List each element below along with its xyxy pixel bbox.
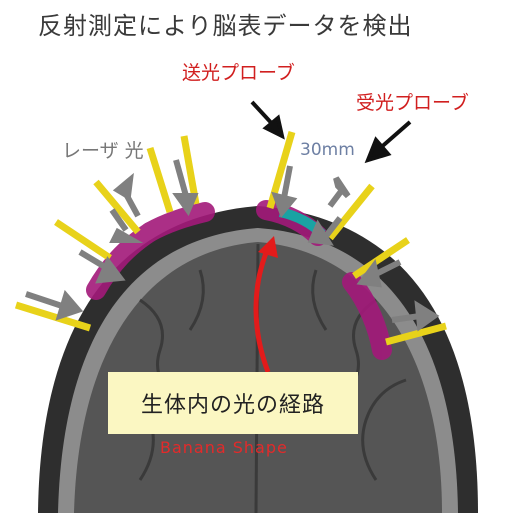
light-path-caption-box: 生体内の光の経路 xyxy=(108,372,358,434)
probe-9 xyxy=(385,322,447,346)
light-path-caption: 生体内の光の経路 xyxy=(140,393,325,418)
probe-5 xyxy=(180,135,200,205)
pointer-arrows xyxy=(250,100,412,164)
banana-shape-label: Banana Shape xyxy=(160,438,288,457)
probe-7 xyxy=(327,183,375,241)
light-path-arrow xyxy=(253,247,271,373)
receive-probe-label: 受光プローブ xyxy=(356,92,469,114)
probe-4 xyxy=(146,146,174,214)
figure-title: 反射測定により脳表データを検出 xyxy=(38,12,413,40)
distance-label: 30mm xyxy=(300,140,355,160)
laser-label: レーザ 光 xyxy=(62,140,144,162)
probe-2 xyxy=(54,219,112,261)
send-probe-label: 送光プローブ xyxy=(182,62,295,84)
probe-8 xyxy=(352,237,410,279)
light-path-arrowhead xyxy=(258,236,278,258)
probe-1 xyxy=(14,301,92,332)
probes xyxy=(14,131,447,346)
light-arrows xyxy=(25,159,440,332)
probe-3 xyxy=(93,179,141,235)
